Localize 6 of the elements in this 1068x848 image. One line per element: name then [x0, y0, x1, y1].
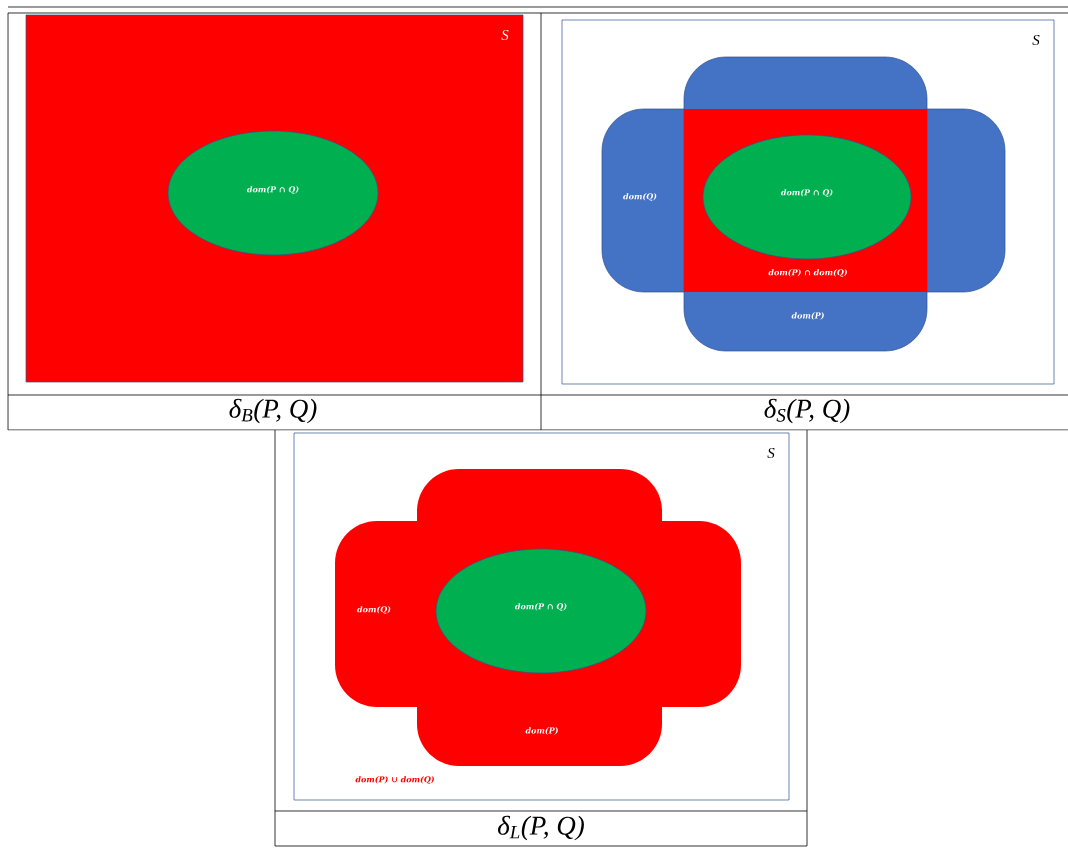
node-label: dom(Q) — [357, 606, 391, 614]
table-caption: δ$_{S}$(P, Q) — [764, 398, 850, 424]
table-caption: δ$_{L}$(P, Q) — [498, 815, 584, 841]
set-label: dom(P) ∪ dom(Q) — [355, 776, 434, 784]
table-caption: δ$_{B}$(P, Q) — [229, 398, 317, 424]
node-label: dom(P) — [525, 727, 558, 735]
